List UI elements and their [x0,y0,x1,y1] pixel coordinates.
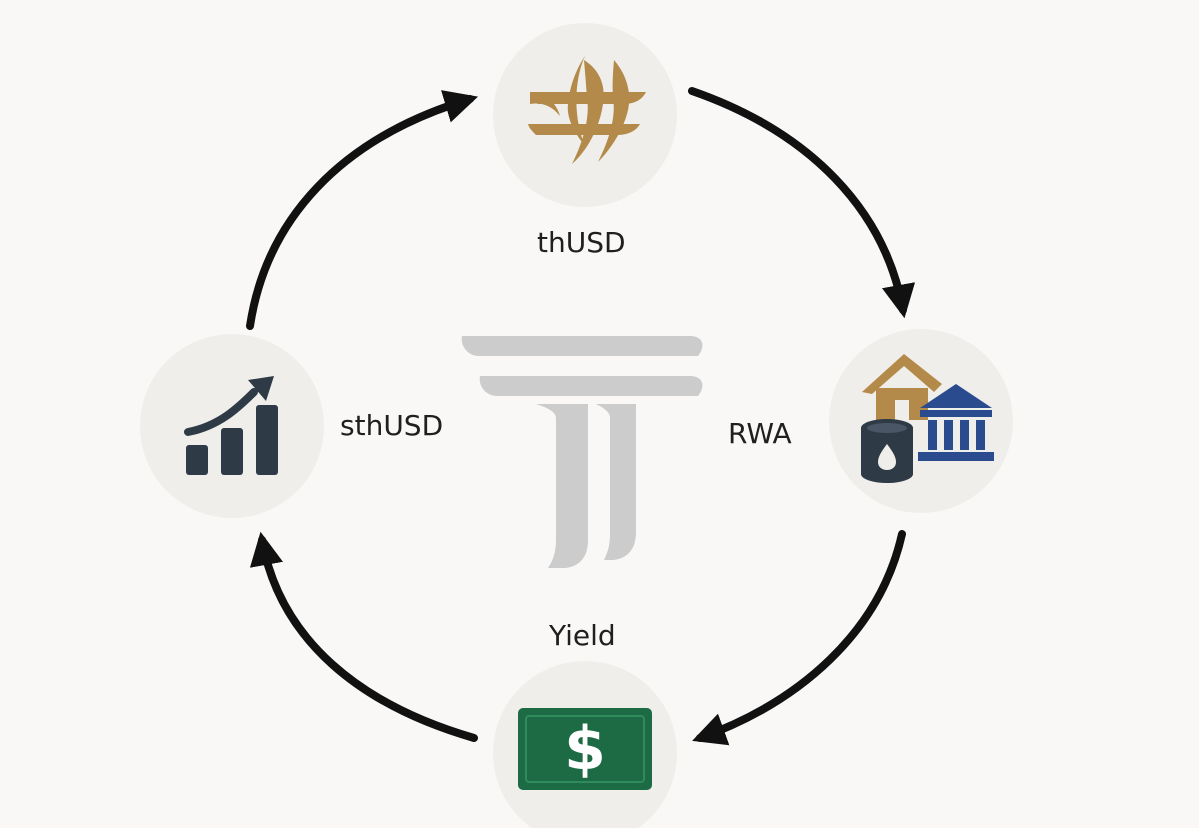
node-rwa-circle [829,329,1013,513]
arrow-thusd-to-rwa [688,87,916,319]
hash-cross-icon [528,56,646,164]
node-thusd-circle [493,23,677,207]
node-yield-label: Yield [549,619,616,652]
dollar-bill-icon [518,708,652,790]
oil-barrel-icon [861,419,913,483]
arrow-rwa-to-yield [692,530,906,746]
house-icon [862,354,942,420]
bank-icon [918,384,994,461]
arrow-sthusd-to-thusd [246,90,479,330]
flow-arrows [246,87,916,746]
node-sthusd-circle [140,334,324,518]
node-sthusd-label: sthUSD [340,409,444,442]
dollar-glyph: $ [564,714,606,784]
growth-chart-icon [184,376,278,475]
real-world-assets-icon [861,354,994,483]
node-rwa-label: RWA [728,417,792,450]
arrow-yield-to-sthusd [249,531,478,742]
center-logo [461,336,703,568]
node-thusd-label: thUSD [537,226,626,259]
